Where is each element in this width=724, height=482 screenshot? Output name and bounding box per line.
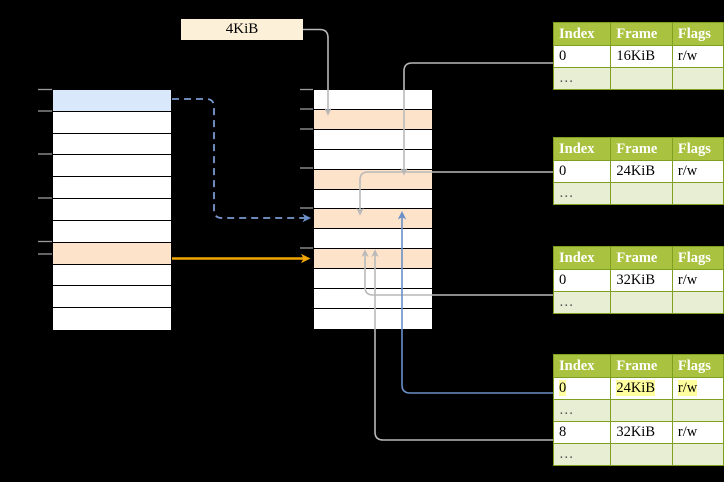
- cell-flags: [671, 182, 724, 205]
- cell-index: 0: [552, 269, 612, 292]
- middle-table-ticks: [300, 88, 313, 249]
- page-row: [53, 199, 171, 221]
- cell-index: 8: [552, 421, 612, 444]
- cell-frame: 16KiB: [610, 45, 673, 68]
- cell-frame: 32KiB: [610, 269, 673, 292]
- page-row: [53, 242, 171, 265]
- column-header-index: Index: [552, 137, 612, 161]
- column-header-flags: Flags: [671, 246, 724, 270]
- page-row: [314, 289, 432, 309]
- page-row: [314, 269, 432, 290]
- cell-index: 0: [552, 45, 612, 68]
- cell-flags: [671, 399, 724, 422]
- cell-flags: [671, 443, 724, 466]
- column-header-flags: Flags: [671, 22, 724, 46]
- table-row: 0 24KiB r/w: [552, 377, 724, 400]
- cell-index: …: [552, 182, 612, 205]
- left-page-table: [52, 89, 172, 330]
- cell-index: 0: [552, 377, 612, 400]
- cell-flags: r/w: [671, 269, 724, 292]
- page-row: [314, 209, 432, 230]
- cell-flags: [671, 67, 724, 90]
- cell-frame: [610, 399, 673, 422]
- table-row: …: [552, 291, 724, 314]
- middle-page-table: [313, 89, 433, 329]
- page-row: [53, 133, 171, 156]
- highlighted-value: r/w: [677, 380, 698, 396]
- column-header-index: Index: [552, 354, 612, 378]
- page-row: [53, 90, 171, 112]
- page-row: [53, 264, 171, 287]
- page-row: [314, 229, 432, 250]
- cell-flags: [671, 291, 724, 314]
- table-row: …: [552, 182, 724, 205]
- page-row: [53, 111, 171, 134]
- column-header-flags: Flags: [671, 354, 724, 378]
- cell-frame: [610, 182, 673, 205]
- cell-flags: r/w: [671, 160, 724, 183]
- page-row: [314, 189, 432, 210]
- column-header-flags: Flags: [671, 137, 724, 161]
- table-row: …: [552, 399, 724, 422]
- cell-flags: r/w: [671, 45, 724, 68]
- cell-frame: [610, 443, 673, 466]
- column-header-frame: Frame: [610, 246, 673, 270]
- cell-index: …: [552, 399, 612, 422]
- cell-frame: [610, 67, 673, 90]
- column-header-index: Index: [552, 22, 612, 46]
- column-header-index: Index: [552, 246, 612, 270]
- table-row: …: [552, 67, 724, 90]
- page-row: [53, 286, 171, 309]
- page-row: [53, 308, 171, 330]
- page-row: [53, 155, 171, 178]
- cell-index: 0: [552, 160, 612, 183]
- page-row: [314, 129, 432, 150]
- cell-index: …: [552, 67, 612, 90]
- column-header-frame: Frame: [610, 354, 673, 378]
- cell-frame: 32KiB: [610, 421, 673, 444]
- page-row: [314, 308, 432, 329]
- column-header-frame: Frame: [610, 137, 673, 161]
- wire-left-blue-to-middle: [172, 98, 311, 223]
- highlighted-value: 0: [559, 380, 567, 396]
- page-row: [314, 149, 432, 170]
- page-size-label: 4KiB: [181, 19, 303, 40]
- cell-index: …: [552, 443, 612, 466]
- cell-flags: r/w: [671, 377, 724, 400]
- cell-frame: [610, 291, 673, 314]
- cell-frame: 24KiB: [610, 160, 673, 183]
- cell-index: …: [552, 291, 612, 314]
- page-row: [53, 220, 171, 243]
- page-row: [53, 177, 171, 200]
- cell-frame: 24KiB: [610, 377, 673, 400]
- column-header-frame: Frame: [610, 22, 673, 46]
- page-row: [314, 109, 432, 130]
- left-table-ticks: [38, 88, 52, 255]
- page-row: [314, 90, 432, 110]
- page-row: [314, 169, 432, 190]
- highlighted-value: 24KiB: [616, 380, 655, 396]
- table-row: …: [552, 443, 724, 466]
- page-row: [314, 249, 432, 270]
- cell-flags: r/w: [671, 421, 724, 444]
